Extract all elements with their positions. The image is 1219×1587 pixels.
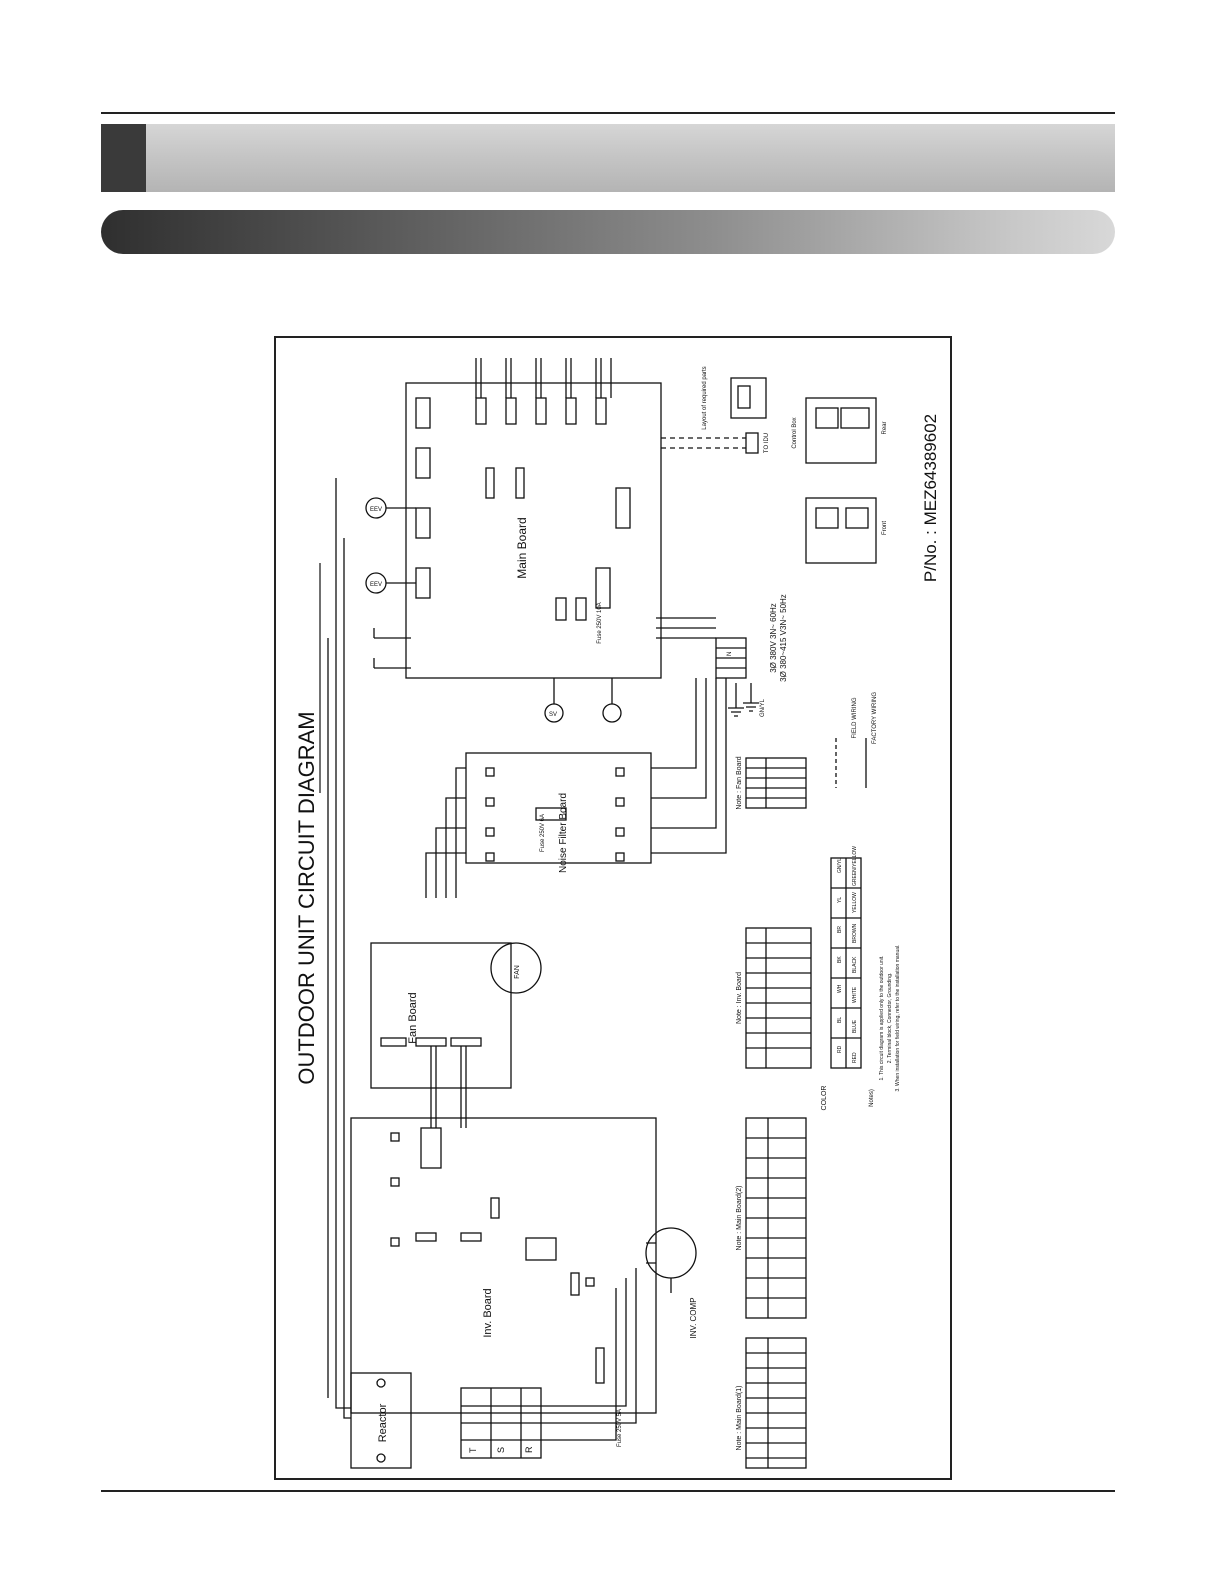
inv-board-label: Inv. Board <box>482 1288 494 1337</box>
reactor <box>350 1372 412 1469</box>
fan-board-label: Fan Board <box>407 992 419 1043</box>
color-name-5: YELLOW <box>852 892 858 913</box>
color-sym-2: WH <box>837 984 843 993</box>
inv-compressor <box>645 1227 697 1279</box>
terminal-t: T <box>468 1447 478 1453</box>
color-name-6: GREEN/YELLOW <box>852 846 858 886</box>
section-bar <box>101 210 1115 254</box>
fuse-main: Fuse 250V 10A <box>597 602 603 643</box>
to-idu-label: TO IDU <box>764 433 770 453</box>
sv-label: SV <box>549 712 557 718</box>
color-sym-1: BL <box>837 1017 843 1023</box>
diagram-title: OUTDOOR UNIT CIRCUIT DIAGRAM <box>294 711 319 1084</box>
main-board-outline <box>405 382 662 679</box>
color-sym-0: RD <box>837 1045 843 1053</box>
color-sym-3: BK <box>837 956 843 963</box>
diagram-svg: OUTDOOR UNIT CIRCUIT DIAGRAM P/No. : MEZ… <box>294 358 940 1469</box>
circuit-diagram: OUTDOOR UNIT CIRCUIT DIAGRAM P/No. : MEZ… <box>274 336 952 1480</box>
note-1: 1. This circuit diagram is applied only … <box>879 956 885 1081</box>
gnd-label: GN/YL <box>760 698 766 717</box>
note-2: 2. Terminal block, Connector, Grounding. <box>887 973 893 1064</box>
note-inv: Note : Inv. Board <box>736 972 743 1024</box>
reactor-label: Reactor <box>377 1403 389 1442</box>
color-name-3: BLACK <box>852 956 858 973</box>
part-number: P/No. : MEZ64389602 <box>921 414 940 582</box>
note-main-1: Note : Main Board(1) <box>736 1386 743 1451</box>
color-name-2: WHITE <box>852 986 858 1003</box>
noise-filter-label: Noise Filter Board <box>558 793 569 873</box>
top-rule <box>101 112 1115 114</box>
note-fan: Note : Fan Board <box>736 756 743 809</box>
power-spec-1: 3Ø 380V 3N~ 60Hz <box>769 603 778 673</box>
fuse-noise: Fuse 250V 6A <box>540 814 546 852</box>
fuse-inv: Fuse 250V 5A <box>617 1409 623 1447</box>
terminal-s: S <box>496 1447 506 1453</box>
color-sym-5: YL <box>837 897 843 903</box>
color-sym-4: BR <box>837 926 843 933</box>
eev-label-1: EEV <box>370 507 382 513</box>
terminal-r: R <box>524 1446 534 1453</box>
fan-board <box>370 942 512 1089</box>
color-name-0: RED <box>852 1052 858 1063</box>
rear-label: Rear <box>882 421 888 434</box>
header-block <box>101 124 146 192</box>
layout-title: Layout of required parts <box>702 366 708 429</box>
fan-motor <box>490 942 542 994</box>
power-spec-2: 3Ø 380~415 V3N~ 50Hz <box>779 594 788 682</box>
control-box-label: Control Box <box>792 417 798 448</box>
bottom-rule <box>101 1490 1115 1492</box>
main-board-label: Main Board <box>515 517 529 578</box>
fan-label: FAN <box>514 965 521 979</box>
color-sym-6: GN/YL <box>837 858 843 873</box>
note-main-2: Note : Main Board(2) <box>736 1186 743 1251</box>
inv-comp-label: INV. COMP <box>689 1297 698 1338</box>
color-title: COLOR <box>821 1086 828 1111</box>
color-name-4: BROWN <box>852 923 858 943</box>
inv-board <box>350 1117 657 1414</box>
header-bar <box>101 124 1115 192</box>
eev-label-2: EEV <box>370 582 382 588</box>
color-name-1: BLUE <box>852 1019 858 1033</box>
notes-title: Notes) <box>869 1089 875 1107</box>
front-label: Front <box>882 521 888 535</box>
factory-wiring-label: FACTORY WIRING <box>872 692 878 744</box>
terminal-n: N <box>727 652 733 656</box>
control-box <box>805 397 877 464</box>
note-3: 3. When installation for field wiring, r… <box>895 944 901 1091</box>
noise-filter-board <box>465 752 652 864</box>
field-wiring-label: FIELD WIRING <box>852 697 858 738</box>
